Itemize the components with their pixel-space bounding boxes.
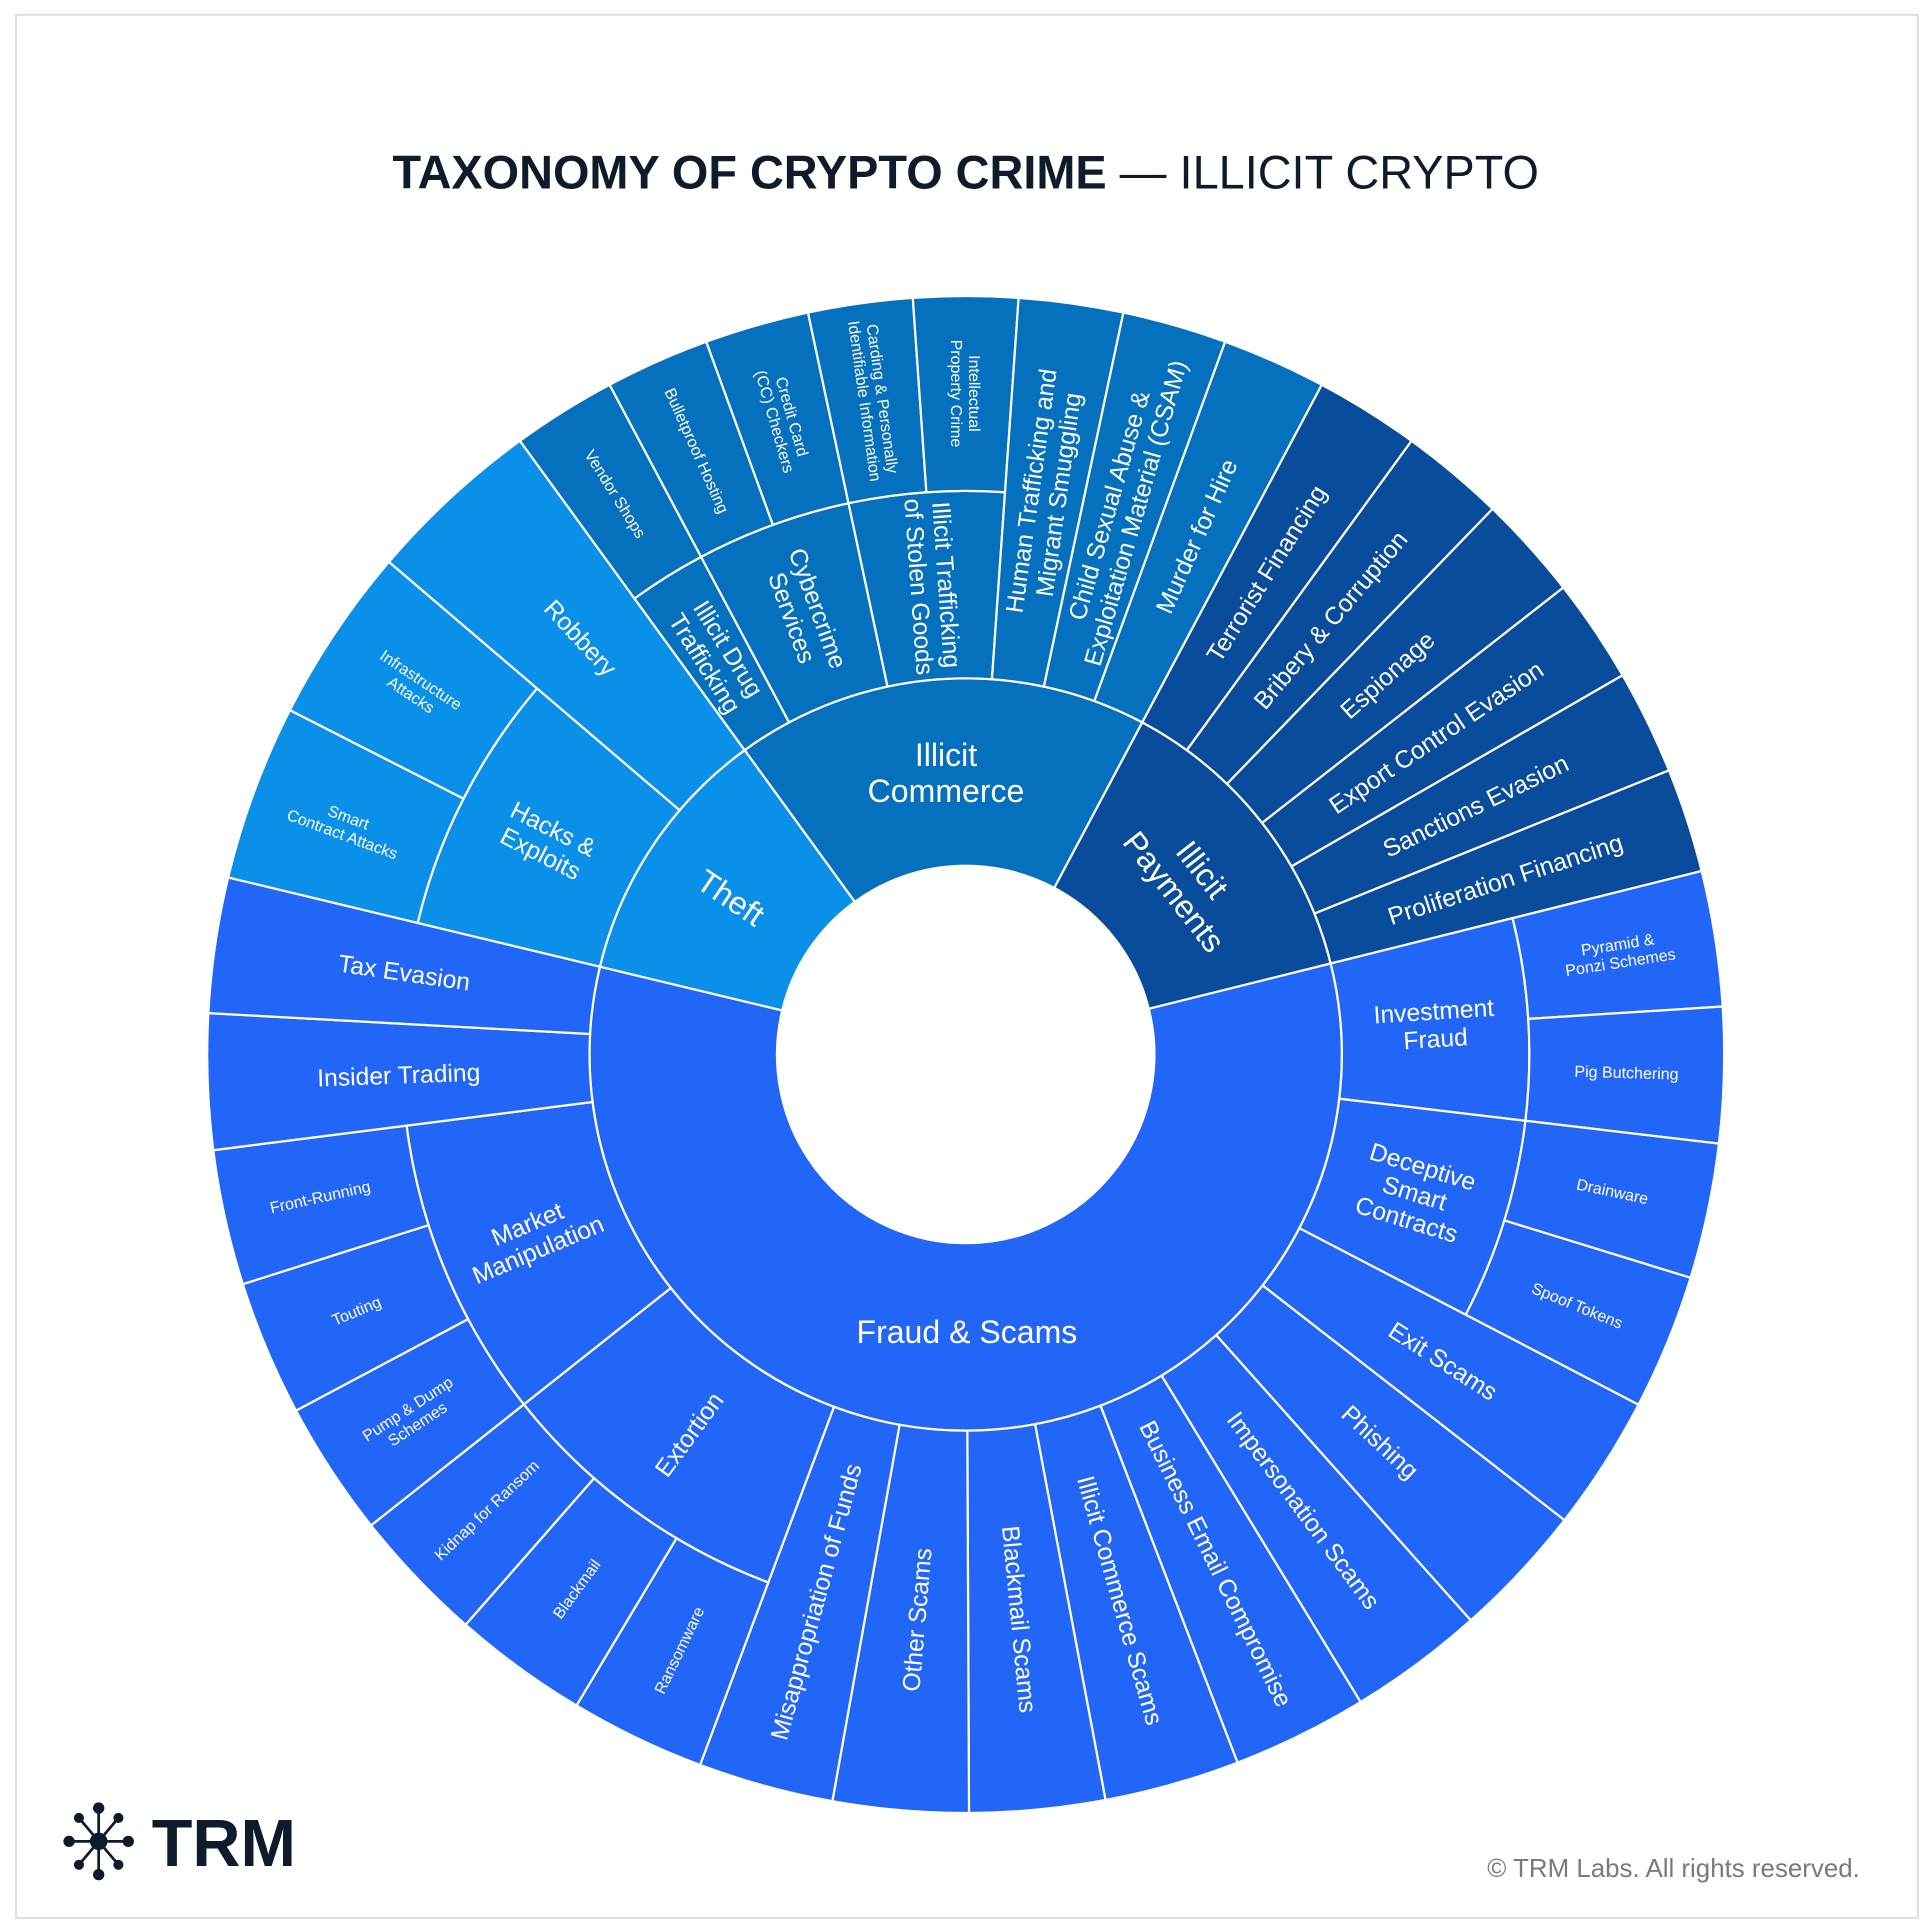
label-line: Fraud <box>1403 1024 1469 1055</box>
title-regular: — ILLICIT CRYPTO <box>1107 147 1539 199</box>
label-fraud-scams: Fraud & Scams <box>856 1314 1077 1350</box>
label-pig-butchering: Pig Butchering <box>1574 1063 1679 1084</box>
center-hole <box>778 867 1154 1242</box>
label-line: Intellectual <box>965 355 983 432</box>
trm-logo: TRM <box>63 1802 296 1881</box>
network-node-icon <box>63 1802 134 1881</box>
label-line: Pig Butchering <box>1574 1063 1679 1084</box>
label-line: Fraud & Scams <box>856 1314 1077 1350</box>
label-insider-trading: Insider Trading <box>317 1060 481 1093</box>
label-line: Insider Trading <box>317 1060 481 1093</box>
logo-text: TRM <box>152 1807 296 1881</box>
label-line: Illicit <box>915 737 977 773</box>
copyright-text: © TRM Labs. All rights reserved. <box>1487 1855 1860 1883</box>
label-intellectual-property-crime: IntellectualProperty Crime <box>947 340 983 448</box>
chart-title: TAXONOMY OF CRYPTO CRIME — ILLICIT CRYPT… <box>392 147 1539 199</box>
segment-robbery[interactable] <box>387 439 747 812</box>
label-line: Property Crime <box>947 340 965 448</box>
title-bold: TAXONOMY OF CRYPTO CRIME <box>392 147 1106 199</box>
label-line: Commerce <box>868 773 1025 809</box>
